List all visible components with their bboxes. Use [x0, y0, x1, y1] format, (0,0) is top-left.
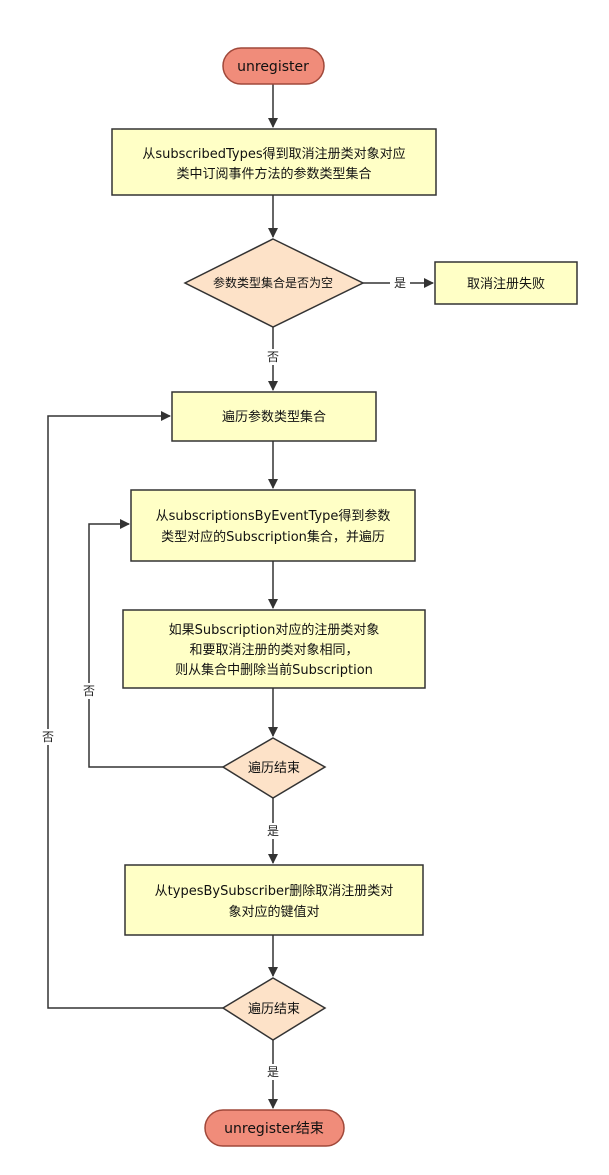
label-yes-check: 是: [394, 276, 406, 290]
start-node: unregister: [222, 47, 325, 85]
connectors: [47, 84, 434, 1109]
remove-types-node: 从typesBySubscriber删除取消注册类对 象对应的键值对: [124, 864, 424, 936]
get-types-node: 从subscribedTypes得到取消注册类对象对应 类中订阅事件方法的参数类…: [111, 128, 437, 196]
types-empty-label: 参数类型集合是否为空: [213, 275, 333, 290]
types-empty-decision: 参数类型集合是否为空: [183, 238, 365, 328]
remove-subscription-line-2: 和要取消注册的类对象相同，: [189, 642, 358, 658]
label-no-inner-loop: 否: [83, 684, 95, 698]
end-node: unregister结束: [204, 1109, 345, 1147]
get-subscriptions-node: 从subscriptionsByEventType得到参数 类型对应的Subsc…: [130, 489, 416, 562]
get-types-line-1: 从subscribedTypes得到取消注册类对象对应: [142, 146, 405, 162]
get-subscriptions-line-2: 类型对应的Subscription集合，并遍历: [161, 529, 385, 545]
label-yes-outer-end: 是: [267, 1065, 279, 1079]
unregister-fail-label: 取消注册失败: [467, 277, 545, 292]
remove-subscription-line-3: 则从集合中删除当前Subscription: [175, 662, 373, 678]
outer-loop-end-label: 遍历结束: [248, 1001, 300, 1017]
remove-types-line-1: 从typesBySubscriber删除取消注册类对: [155, 884, 394, 899]
iterate-types-label: 遍历参数类型集合: [222, 409, 326, 425]
edge-labels: 是 否 否 是 否 是: [38, 275, 410, 1080]
get-subscriptions-line-1: 从subscriptionsByEventType得到参数: [156, 508, 391, 524]
end-label: unregister结束: [224, 1121, 324, 1137]
start-label: unregister: [237, 59, 309, 75]
label-no-check: 否: [267, 350, 279, 364]
unregister-fail-node: 取消注册失败: [434, 261, 578, 305]
outer-loop-end-decision: 遍历结束: [221, 977, 327, 1041]
edge-outer-end-no-loop: [47, 411, 223, 1009]
get-types-line-2: 类中订阅事件方法的参数类型集合: [176, 166, 371, 182]
inner-loop-end-decision: 遍历结束: [221, 737, 327, 799]
iterate-types-node: 遍历参数类型集合: [171, 391, 377, 442]
remove-types-line-2: 象对应的键值对: [228, 904, 319, 920]
remove-subscription-node: 如果Subscription对应的注册类对象 和要取消注册的类对象相同， 则从集…: [122, 609, 426, 689]
inner-loop-end-label: 遍历结束: [248, 760, 300, 776]
remove-subscription-line-1: 如果Subscription对应的注册类对象: [169, 622, 380, 638]
label-yes-inner-end: 是: [267, 824, 279, 838]
edge-inner-end-no-loop: [88, 519, 223, 768]
label-no-outer-loop: 否: [42, 730, 54, 744]
